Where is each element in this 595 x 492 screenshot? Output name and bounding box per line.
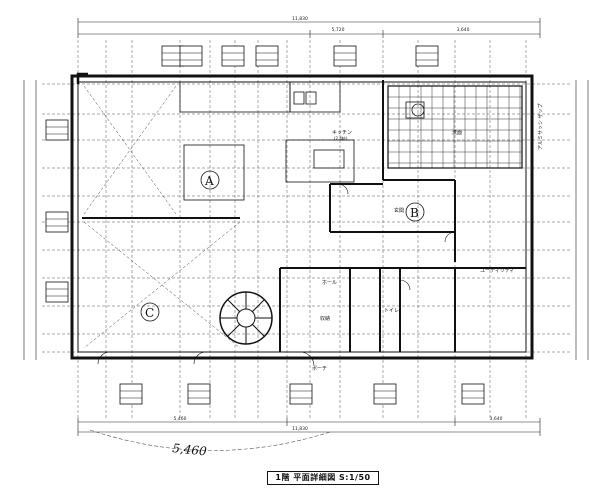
room-label-entrance: 玄関	[394, 207, 404, 214]
window-tag-box	[179, 45, 203, 67]
room-label-washroom: 洗面	[452, 129, 462, 136]
room-label-kitchen: キッチン	[332, 130, 352, 136]
section-marker-c: C	[145, 306, 154, 320]
window-tag-box	[373, 383, 397, 405]
window-tag	[187, 383, 211, 405]
window-tag-box	[187, 383, 211, 405]
window-tag	[45, 119, 69, 141]
bottom-dimension-lines	[77, 418, 541, 436]
spiral-stair	[219, 291, 273, 345]
window-tag-box	[221, 45, 245, 67]
right-dimension-lines	[575, 80, 589, 360]
window-tag	[289, 383, 313, 405]
void-cross-lines	[83, 85, 241, 349]
window-tag	[119, 383, 143, 405]
room-label-toilet: トイレ	[384, 308, 399, 314]
room-label-utility: ユーティリティ	[480, 268, 514, 274]
window-tag	[221, 45, 245, 67]
side-label: アルミサッシ ザップ	[538, 103, 544, 150]
room-label-storage: 収納	[320, 315, 330, 322]
room-label-kitchen-area: (2.4帖)	[334, 135, 348, 141]
window-tag	[45, 211, 69, 233]
window-tag	[179, 45, 203, 67]
top-dimension-lines	[77, 18, 541, 38]
window-tag	[461, 383, 485, 405]
left-dimension-lines	[23, 80, 37, 360]
window-tag-box	[45, 119, 69, 141]
window-tag-box	[415, 45, 439, 67]
window-tag	[415, 45, 439, 67]
window-tag	[333, 45, 357, 67]
window-tag-box	[45, 211, 69, 233]
window-tag-box	[289, 383, 313, 405]
window-tag-box	[333, 45, 357, 67]
window-tag-box	[255, 45, 279, 67]
handwritten-dimension-note: 5,460	[172, 441, 208, 459]
window-tags	[45, 45, 485, 405]
window-tag-box	[461, 383, 485, 405]
bottom-overall-dimension: 11,830	[292, 426, 308, 432]
section-marker-circles	[140, 103, 425, 322]
bottom-segment-dimension-1: 5,460	[174, 416, 187, 422]
bathroom-outline	[387, 85, 523, 169]
window-tag-box	[119, 383, 143, 405]
outer-walls	[70, 72, 534, 360]
window-tag	[255, 45, 279, 67]
section-marker-a: A	[204, 174, 214, 188]
room-label-porch: ポーチ	[312, 365, 327, 372]
drawing-title: 1階 平面詳細図 S:1/50	[267, 471, 379, 485]
window-tag	[45, 281, 69, 303]
top-overall-dimension: 11,830	[292, 16, 308, 22]
section-marker-b: B	[410, 206, 419, 220]
bottom-segment-dimension-2: 3,640	[490, 416, 503, 422]
top-segment-dimension-1: 5,720	[332, 27, 345, 33]
room-label-hall: ホール	[322, 280, 337, 286]
window-tag	[373, 383, 397, 405]
top-segment-dimension-2: 3,640	[457, 27, 470, 33]
door-swings	[97, 183, 456, 367]
kitchen-fixtures	[179, 81, 355, 201]
site-arc	[89, 429, 331, 451]
window-tag-box	[45, 281, 69, 303]
